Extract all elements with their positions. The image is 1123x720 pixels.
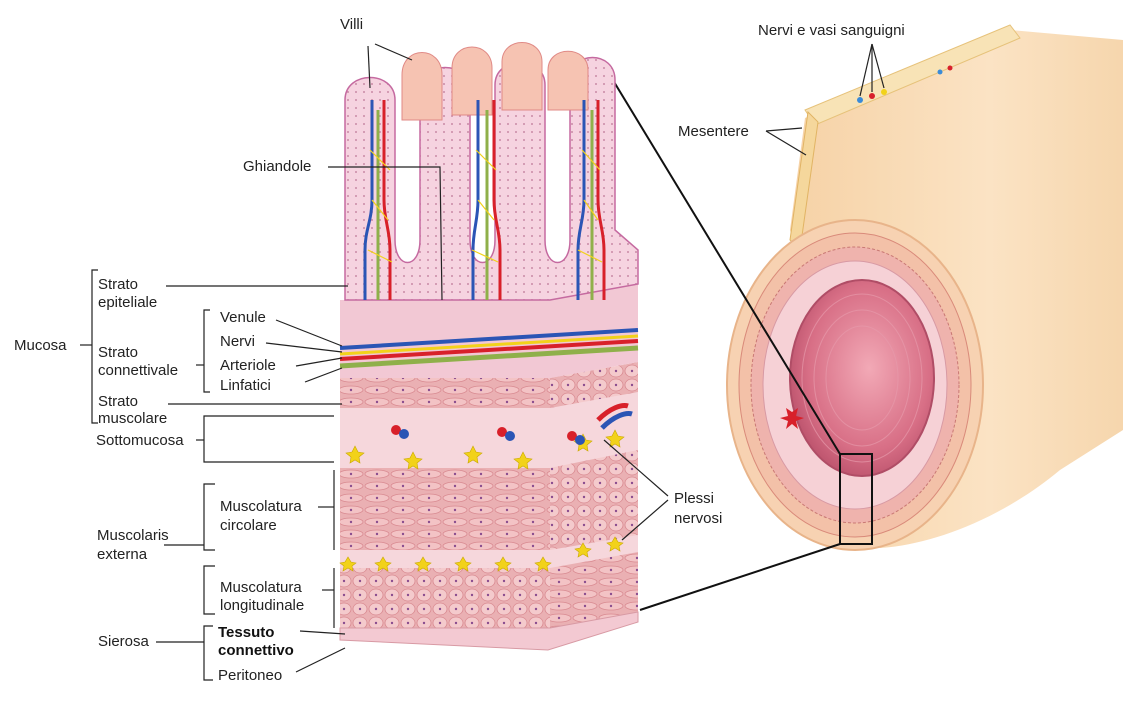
label-sierosa: Sierosa — [98, 633, 149, 650]
intestine-tube — [726, 24, 1123, 551]
label-strato-connettivale-1: Strato — [98, 344, 139, 361]
longitudinal-muscle-side — [550, 552, 638, 628]
label-nervi: Nervi — [220, 333, 256, 350]
label-tessuto-1: Tessuto — [218, 624, 275, 641]
zoom-line-bottom — [639, 543, 841, 611]
label-mucosa: Mucosa — [14, 337, 67, 354]
label-muscolatura-circolare-1: Muscolatura — [220, 498, 302, 515]
label-venule: Venule — [220, 309, 266, 326]
mesentery-vessel-blue — [857, 97, 863, 103]
label-plessi-2: nervosi — [674, 510, 723, 527]
villi-tops — [401, 42, 589, 121]
label-muscularis-2: externa — [97, 546, 148, 563]
nerve-plexus-myenteric — [339, 536, 624, 572]
mesentery-vessel-yellow — [881, 89, 887, 95]
leader-lines — [80, 43, 885, 681]
label-strato-muscolare-2: muscolare — [98, 410, 168, 427]
submucosal-vessels — [391, 403, 633, 445]
label-tessuto-2: connettivo — [218, 642, 294, 659]
label-strato-epiteliale-1: Strato — [98, 276, 139, 293]
tube-vessel-star — [780, 408, 804, 429]
label-strato-epiteliale-2: epiteliale — [98, 294, 158, 311]
tube-lumen — [789, 279, 935, 477]
circular-muscle-side — [550, 450, 638, 550]
label-muscularis-1: Muscolaris — [97, 527, 169, 544]
label-linfatici: Linfatici — [220, 377, 271, 394]
label-villi: Villi — [340, 16, 364, 33]
label-ghiandole: Ghiandole — [243, 158, 312, 175]
longitudinal-muscle-front — [340, 568, 550, 628]
nerve-line — [339, 334, 639, 356]
label-arteriole: Arteriole — [220, 357, 276, 374]
lymph-line — [339, 345, 639, 369]
label-mesentere: Mesentere — [678, 123, 749, 140]
zoom-box — [839, 453, 873, 545]
label-nervi-vasi: Nervi e vasi sanguigni — [758, 22, 905, 39]
wall-block — [339, 42, 639, 651]
label-strato-connettivale-2: connettivale — [98, 362, 179, 379]
serosa — [339, 611, 639, 651]
zoom-line-top — [607, 71, 841, 455]
mesentery-vessel-red — [869, 93, 875, 99]
label-muscolatura-circolare-2: circolare — [220, 517, 277, 534]
venule-line — [339, 328, 639, 350]
label-peritoneo: Peritoneo — [218, 667, 283, 684]
muscularis-mucosae-front — [340, 378, 550, 408]
label-plessi-1: Plessi — [674, 490, 715, 507]
label-muscolatura-long-2: longitudinale — [220, 597, 305, 614]
label-strato-muscolare-1: Strato — [98, 393, 139, 410]
label-muscolatura-long-1: Muscolatura — [220, 579, 302, 596]
circular-muscle-front — [340, 468, 550, 550]
arteriole-line — [339, 339, 639, 361]
label-sottomucosa: Sottomucosa — [96, 432, 184, 449]
